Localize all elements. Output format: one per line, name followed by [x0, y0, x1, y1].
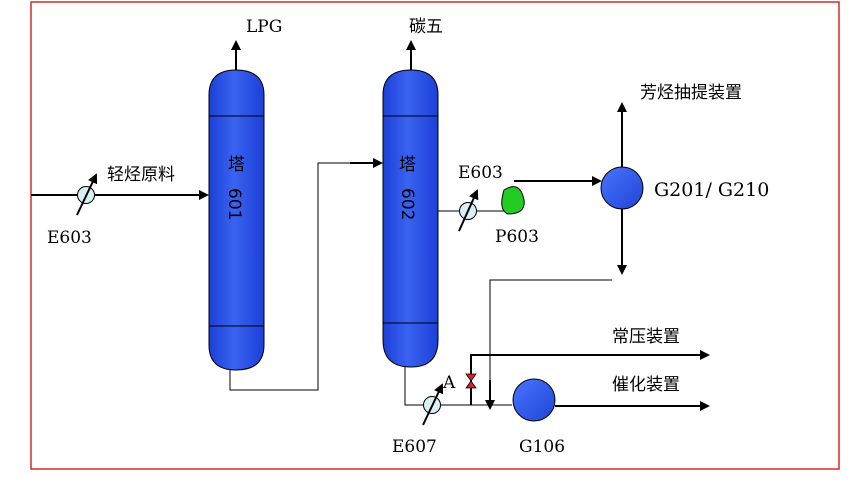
t601-bottoms-line [229, 162, 381, 391]
tower-602-name: 塔 [399, 155, 416, 175]
t602-bottoms-line [404, 367, 512, 406]
pump-p603 [501, 186, 525, 215]
label-atmospheric: 常压装置 [612, 327, 680, 347]
vessel-g106 [512, 378, 556, 422]
label-g201: G201/ G210 [654, 179, 769, 201]
tower-601-name: 塔 [228, 155, 245, 175]
exchanger-e603-left [76, 173, 98, 216]
exchanger-e603-right [458, 189, 479, 232]
label-light-feed: 轻烃原料 [107, 165, 175, 185]
frame-border [30, 1, 840, 470]
label-aromatics: 芳烃抽提装置 [640, 83, 742, 103]
label-catalytic: 催化装置 [612, 375, 680, 395]
return-line [489, 279, 612, 408]
label-e603-left: E603 [47, 228, 92, 248]
label-e607: E607 [392, 437, 437, 457]
label-g106: G106 [519, 437, 565, 457]
label-c5: 碳五 [409, 17, 443, 37]
tower-602: 塔 602 [382, 69, 439, 368]
vessel-g201 [600, 166, 644, 210]
exchanger-e607 [422, 383, 444, 426]
label-lpg: LPG [246, 17, 282, 37]
label-valve-a: A [442, 373, 456, 393]
valve-a [465, 373, 477, 389]
tower-601: 塔 601 [208, 69, 265, 371]
label-e603-right: E603 [458, 163, 503, 183]
label-p603: P603 [495, 227, 539, 247]
tower-601-number: 601 [224, 188, 244, 220]
tower-602-number: 602 [397, 188, 417, 220]
